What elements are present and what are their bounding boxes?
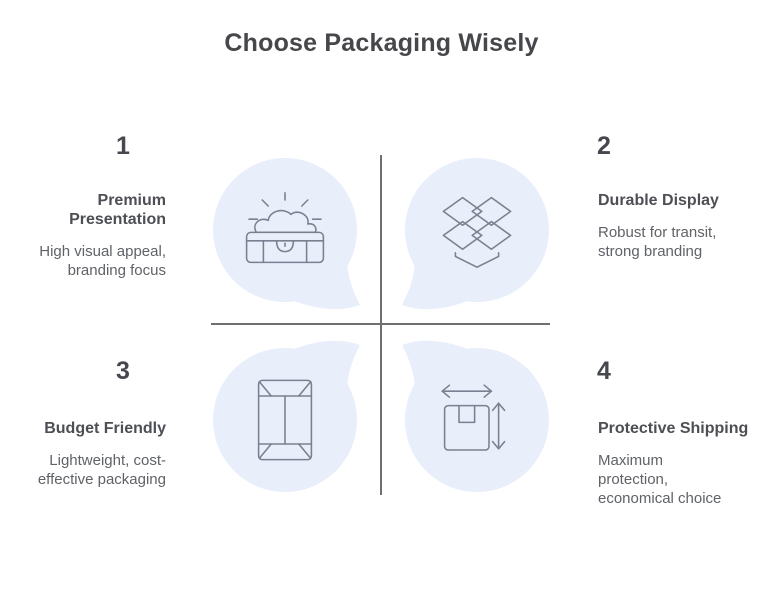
horizontal-divider-line (211, 323, 550, 325)
quadrant-3-text-block: Budget Friendly Lightweight, cost- effec… (0, 419, 166, 489)
quadrant-3-heading: Budget Friendly (44, 420, 166, 437)
quadrant-1-heading: Premium Presentation (69, 192, 166, 228)
quadrant-4-heading: Protective Shipping (598, 420, 749, 437)
quadrant-2-text-block: Durable Display Robust for transit, stro… (598, 191, 763, 261)
diagram-title: Choose Packaging Wisely (224, 29, 539, 57)
speech-bubble-quadrant-3 (213, 340, 360, 493)
vertical-divider-line (380, 155, 382, 495)
quadrant-2-description: Robust for transit, strong branding (598, 224, 717, 260)
quadrant-3-description: Lightweight, cost- effective packaging (37, 452, 166, 488)
quadrant-1-text-block: Premium Presentation High visual appeal,… (0, 191, 166, 280)
speech-bubble-quadrant-2 (402, 157, 549, 310)
speech-bubble-quadrant-4 (402, 340, 549, 493)
quadrant-2-heading: Durable Display (598, 192, 719, 209)
speech-bubble-quadrant-1 (213, 157, 360, 310)
quadrant-3-number: 3 (116, 357, 130, 385)
quadrant-1-number: 1 (116, 132, 130, 160)
quadrant-4-description: Maximum protection, economical choice (598, 452, 722, 507)
quadrant-4-text-block: Protective Shipping Maximum protection, … (598, 419, 763, 508)
quadrant-4-number: 4 (597, 357, 611, 385)
quadrant-1-description: High visual appeal, branding focus (39, 243, 166, 279)
quadrant-2-number: 2 (597, 132, 611, 160)
